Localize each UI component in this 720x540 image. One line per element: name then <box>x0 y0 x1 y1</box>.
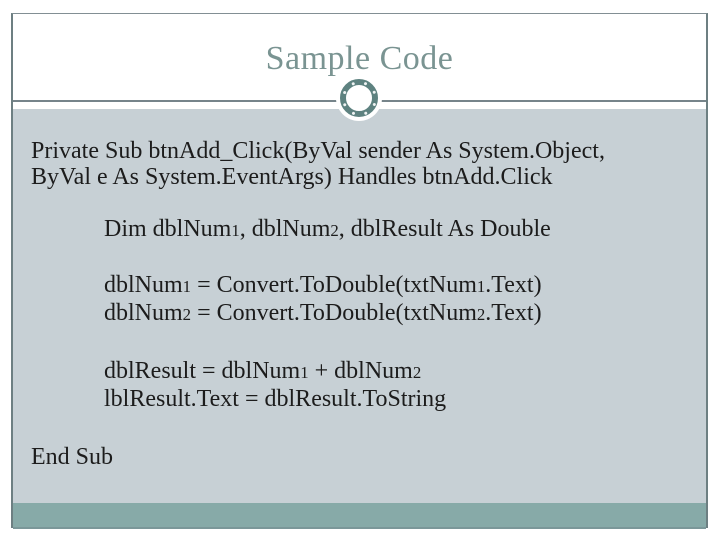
footer-accent-bar <box>13 503 706 529</box>
code-line: End Sub <box>31 444 114 470</box>
slide-title: Sample Code <box>265 40 454 77</box>
code-line: ByVal e As System.EventArgs) Handles btn… <box>31 164 553 190</box>
code-line: Dim dblNum1, dblNum2, dblResult As Doubl… <box>104 216 551 242</box>
slide: Sample Code Private Sub btnAdd_Click(ByV… <box>11 13 708 529</box>
slide-body: Private Sub btnAdd_Click(ByVal sender As… <box>13 109 706 503</box>
circle-ornament-icon <box>340 79 378 117</box>
code-line: lblResult.Text = dblResult.ToString <box>104 386 447 412</box>
code-line: dblNum2 = Convert.ToDouble(txtNum2.Text) <box>104 300 542 326</box>
code-block: Private Sub btnAdd_Click(ByVal sender As… <box>31 138 706 470</box>
code-line: Private Sub btnAdd_Click(ByVal sender As… <box>31 138 605 164</box>
code-line: dblNum1 = Convert.ToDouble(txtNum1.Text) <box>104 272 542 298</box>
code-line: dblResult = dblNum1 + dblNum2 <box>104 358 422 384</box>
